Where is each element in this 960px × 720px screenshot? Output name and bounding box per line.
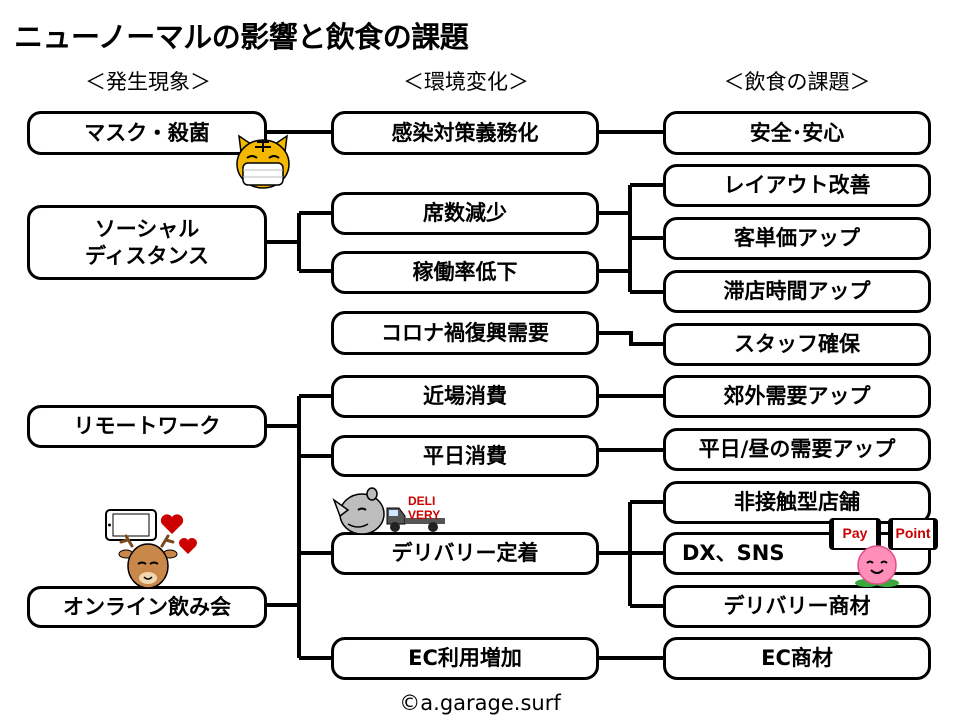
box-online-drinking: オンライン飲み会	[27, 586, 267, 628]
rhino-icon	[332, 487, 385, 535]
box-layout-label: レイアウト改善	[723, 173, 871, 198]
box-suburb: 郊外需要アップ	[663, 375, 931, 418]
pay-card-label: Pay	[842, 525, 868, 541]
box-staff-label: スタッフ確保	[734, 332, 860, 357]
copyright-text: ©a.garage.surf	[399, 691, 561, 715]
box-spend-label: 客単価アップ	[734, 226, 860, 251]
box-spend: 客単価アップ	[663, 217, 931, 260]
box-delivery: デリバリー定着	[331, 532, 599, 575]
box-delivery-label: デリバリー定着	[391, 541, 539, 566]
box-dx-label: DX、SNS	[682, 541, 785, 566]
truck-label-line1: DELI	[408, 494, 436, 508]
box-contactless-label: 非接触型店舗	[734, 490, 860, 515]
column-header-phenomena: ＜発生現象＞	[85, 70, 211, 94]
box-social-line2: ディスタンス	[84, 243, 210, 268]
box-mask-label: マスク・殺菌	[84, 120, 210, 145]
point-card-label: Point	[895, 525, 931, 541]
deer-icon	[118, 534, 178, 589]
box-staff: スタッフ確保	[663, 323, 931, 366]
truck-label-line2: VERY	[408, 508, 441, 522]
box-layout: レイアウト改善	[663, 164, 931, 207]
box-weekday-label: 平日消費	[423, 443, 507, 468]
box-delivery-goods: デリバリー商材	[663, 585, 931, 628]
column-header-environment: ＜環境変化＞	[403, 70, 529, 94]
box-obligation: 感染対策義務化	[331, 111, 599, 155]
box-safety-label: 安全･安心	[749, 120, 845, 145]
box-weekday-demand-label: 平日/昼の需要アップ	[698, 437, 896, 462]
box-online-label: オンライン飲み会	[63, 594, 231, 619]
box-stay: 滞店時間アップ	[663, 270, 931, 313]
box-mask: マスク・殺菌	[27, 111, 267, 155]
box-nearby-label: 近場消費	[423, 384, 507, 409]
box-utilization-label: 稼働率低下	[412, 260, 518, 285]
smartphone-icon	[105, 509, 157, 541]
delivery-truck-label: DELI VERY	[408, 494, 440, 522]
box-remote-work: リモートワーク	[27, 405, 267, 448]
column-header-issues: ＜飲食の課題＞	[723, 70, 871, 94]
connector-recovery-staff	[598, 331, 664, 346]
box-nearby: 近場消費	[331, 375, 599, 418]
box-recovery-label: コロナ禍復興需要	[381, 320, 549, 345]
box-remote-label: リモートワーク	[73, 414, 221, 439]
box-social-line1: ソーシャル	[94, 217, 200, 242]
box-safety: 安全･安心	[663, 111, 931, 155]
box-weekday-demand: 平日/昼の需要アップ	[663, 428, 931, 471]
box-seats: 席数減少	[331, 192, 599, 235]
peach-icon	[855, 545, 899, 587]
heart-icon	[160, 514, 197, 554]
box-weekday: 平日消費	[331, 435, 599, 477]
box-suburb-label: 郊外需要アップ	[723, 384, 871, 409]
box-ec: EC利用増加	[331, 637, 599, 680]
page-title: ニューノーマルの影響と飲食の課題	[14, 20, 469, 54]
box-delivery-goods-label: デリバリー商材	[723, 594, 871, 619]
box-ec-goods-label: EC商材	[761, 646, 833, 671]
box-obligation-label: 感染対策義務化	[391, 120, 539, 145]
box-utilization: 稼働率低下	[331, 251, 599, 294]
tiger-mask-icon	[236, 134, 290, 189]
box-social-distance: ソーシャル ディスタンス	[27, 205, 267, 280]
box-ec-goods: EC商材	[663, 637, 931, 680]
box-contactless: 非接触型店舗	[663, 481, 931, 524]
pay-card-icon	[829, 518, 881, 550]
box-recovery: コロナ禍復興需要	[331, 311, 599, 355]
delivery-truck-icon	[386, 491, 446, 532]
box-seats-label: 席数減少	[423, 201, 507, 226]
box-stay-label: 滞店時間アップ	[723, 279, 871, 304]
point-card-icon	[888, 518, 938, 550]
box-ec-label: EC利用増加	[408, 646, 522, 671]
